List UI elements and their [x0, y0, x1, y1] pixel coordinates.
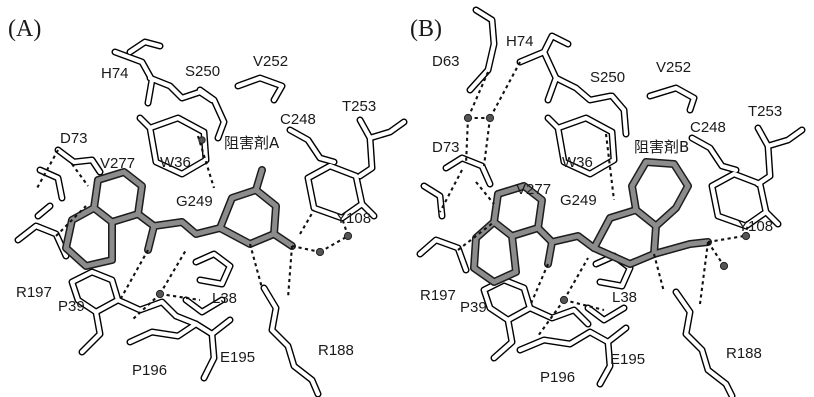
panel-a-hbonds [35, 135, 349, 321]
panel-b-ligand-sticks [474, 162, 708, 282]
panel-b-tag: (B) [410, 16, 442, 42]
panel-b-label-d73: D73 [432, 139, 460, 156]
panel-b-label-e195: E195 [610, 351, 645, 368]
panel-b-waters [463, 113, 751, 305]
panel-b-protein-sticks [420, 10, 802, 396]
panel-a-label-p39: P39 [58, 298, 85, 315]
panel-a-label-t253: T253 [342, 98, 376, 115]
panel-a-label-y108: Y108 [336, 210, 371, 227]
panel-a-label-p196: P196 [132, 362, 167, 379]
panel-a-label-v277: V277 [100, 155, 135, 172]
panel-a-ligand-sticks [66, 170, 292, 266]
panel-b-label-v252: V252 [656, 59, 691, 76]
panel-a-label-w36: W36 [160, 154, 191, 171]
panel-a-ligand-label: 阻害剤A [224, 134, 280, 152]
panel-b-label-r197: R197 [420, 287, 456, 304]
panel-a-label-r188: R188 [318, 342, 354, 359]
panel-b-label-w36: W36 [562, 154, 593, 171]
panel-a-label-g249: G249 [176, 193, 213, 210]
panel-a-label-r197: R197 [16, 284, 52, 301]
panel-a-label-v252: V252 [253, 53, 288, 70]
panel-b-label-d63: D63 [432, 53, 460, 70]
panel-a-label-e195: E195 [220, 349, 255, 366]
panel-b-label-t253: T253 [748, 103, 782, 120]
panel-a-label-h74: H74 [101, 65, 129, 82]
panel-b-label-r188: R188 [726, 345, 762, 362]
panel-a: (A) [8, 16, 404, 394]
panel-b-label-v277: V277 [516, 181, 551, 198]
panel-a-label-s250: S250 [185, 63, 220, 80]
panel-b-label-p39: P39 [460, 299, 487, 316]
panel-b-residue-labels: D63 H74 S250 V252 C248 T253 D73 V277 W36… [420, 33, 782, 386]
panel-b: (B) [410, 10, 802, 396]
panel-b-label-p196: P196 [540, 369, 575, 386]
panel-b-hbonds [439, 61, 749, 337]
panel-a-label-c248: C248 [280, 111, 316, 128]
panel-b-label-c248: C248 [690, 119, 726, 136]
panel-a-tag: (A) [8, 16, 41, 42]
panel-a-label-d73: D73 [60, 130, 88, 147]
panel-a-waters [155, 136, 353, 299]
panel-b-ligand-label: 阻害剤B [634, 138, 689, 156]
panel-b-label-h74: H74 [506, 33, 534, 50]
panel-b-label-g249: G249 [560, 192, 597, 209]
panel-a-residue-labels: H74 S250 V252 C248 T253 D73 V277 W36 G24… [16, 53, 376, 379]
panel-b-label-s250: S250 [590, 69, 625, 86]
panel-b-label-l38: L38 [612, 289, 637, 306]
panel-a-label-l38: L38 [212, 290, 237, 307]
panel-b-label-y108: Y108 [738, 218, 773, 235]
